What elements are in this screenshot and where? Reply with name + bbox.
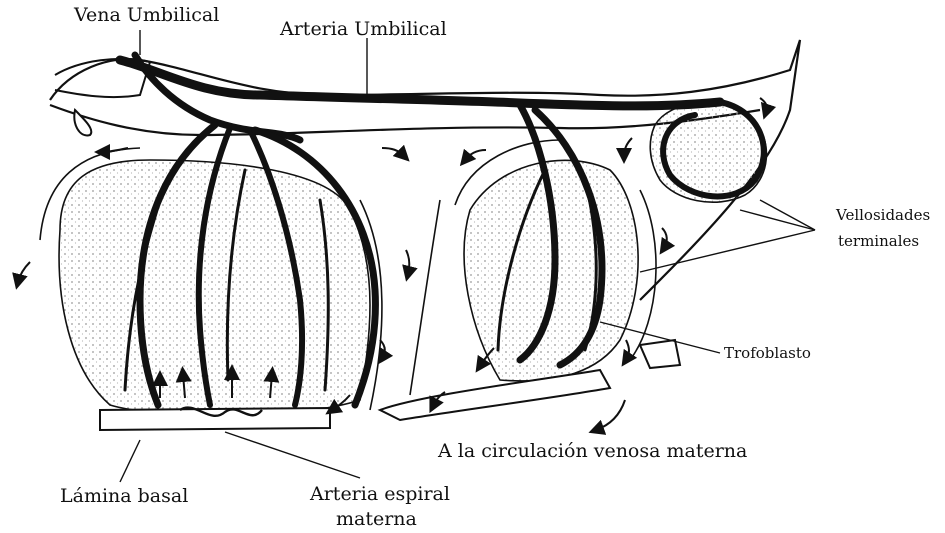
label-vellosidades: Vellosidades — [836, 206, 930, 224]
label-arteria-umbilical: Arteria Umbilical — [280, 18, 447, 40]
label-arteria-espiral: Arteria espiral — [310, 483, 450, 505]
label-lamina-basal: Lámina basal — [60, 485, 188, 507]
umbilical-cord — [55, 59, 150, 136]
label-terminales: terminales — [838, 232, 919, 250]
label-vena-umbilical: Vena Umbilical — [74, 4, 219, 26]
label-materna: materna — [336, 508, 417, 530]
label-trofoblasto: Trofoblasto — [724, 344, 811, 362]
label-circulacion-venosa: A la circulación venosa materna — [438, 440, 747, 462]
